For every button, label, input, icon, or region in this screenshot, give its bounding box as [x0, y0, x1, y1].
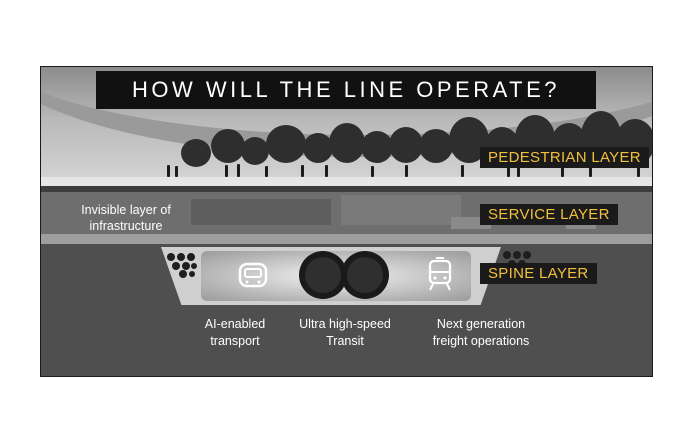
service-layer-label: SERVICE LAYER — [480, 204, 618, 225]
caption-transit-line-1: Ultra high-speed — [299, 317, 391, 331]
caption-freight: Next generation freight operations — [411, 316, 551, 350]
infrastructure-note-line-1: Invisible layer of — [81, 203, 171, 217]
caption-ai-transport: AI-enabled transport — [165, 316, 305, 350]
pedestrian-deck — [41, 177, 652, 186]
pedestrian-layer-label: PEDESTRIAN LAYER — [480, 147, 649, 168]
infrastructure-note-line-2: infrastructure — [89, 219, 163, 233]
infrastructure-note: Invisible layer of infrastructure — [61, 202, 191, 234]
caption-ai-line-2: transport — [210, 334, 260, 348]
page-title: HOW WILL THE LINE OPERATE? — [132, 77, 560, 102]
caption-transit-line-2: Transit — [326, 334, 364, 348]
freight-train-icon — [428, 257, 452, 291]
tunnel-lights-icon — [167, 253, 197, 278]
caption-freight-line-1: Next generation — [436, 317, 526, 331]
caption-ai-line-1: AI-enabled — [204, 317, 266, 331]
caption-freight-line-2: freight operations — [432, 334, 530, 348]
autonomous-pod-icon — [238, 262, 268, 288]
spine-slab — [41, 234, 652, 244]
spine-layer-label: SPINE LAYER — [480, 263, 597, 284]
title-banner: HOW WILL THE LINE OPERATE? — [96, 71, 596, 109]
service-slab — [41, 186, 652, 192]
caption-transit: Ultra high-speed Transit — [275, 316, 415, 350]
diagram-panel: HOW WILL THE LINE OPERATE? PEDESTRIAN LA… — [40, 66, 653, 377]
tunnel-pods-icon — [299, 251, 389, 299]
